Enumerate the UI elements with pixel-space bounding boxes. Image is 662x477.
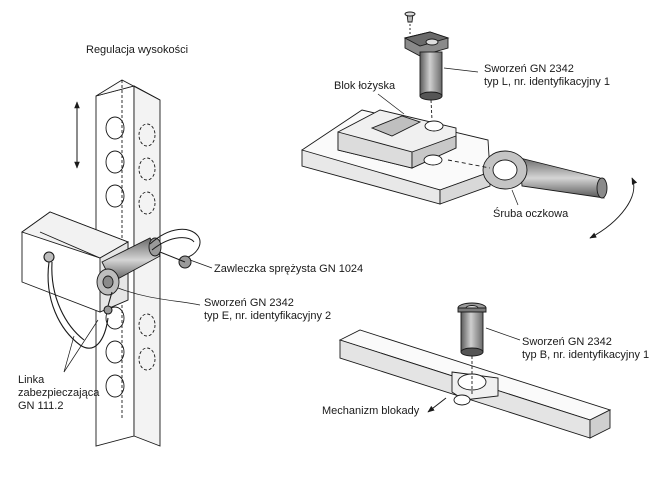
safety-cable — [43, 251, 113, 349]
spring-cotter-pin — [149, 228, 201, 269]
label-pin-type-b: Sworzeń GN 2342 typ B, nr. identyfikacyj… — [522, 336, 650, 361]
label-locking-mechanism: Mechanizm blokady — [322, 405, 420, 417]
label-safety-cable: Linka zabezpieczająca GN 111.2 — [18, 374, 100, 412]
locking-bar — [338, 329, 612, 439]
pin-type-l — [403, 11, 450, 121]
pin-type-e — [96, 237, 162, 296]
rotation-arrow — [589, 177, 638, 239]
leader-pin-b — [485, 327, 521, 341]
label-spring-cotter: Zawleczka sprężysta GN 1024 — [214, 263, 364, 275]
label-pin-type-e: Sworzeń GN 2342 typ E, nr. identyfikacyj… — [204, 297, 332, 322]
bearing-block — [301, 109, 491, 205]
label-bearing-block: Blok łożyska — [334, 80, 396, 92]
label-eye-bolt: Śruba oczkowa — [493, 208, 569, 220]
leader-lines-left — [63, 259, 213, 373]
label-height-adjust: Regulacja wysokości — [86, 44, 189, 56]
pin-type-b — [457, 302, 487, 357]
label-pin-type-l: Sworzeń GN 2342 typ L, nr. identyfikacyj… — [484, 63, 610, 88]
eye-bolt — [447, 150, 608, 199]
leader-lines-top-right — [377, 67, 519, 206]
lock-arrow — [427, 397, 447, 413]
